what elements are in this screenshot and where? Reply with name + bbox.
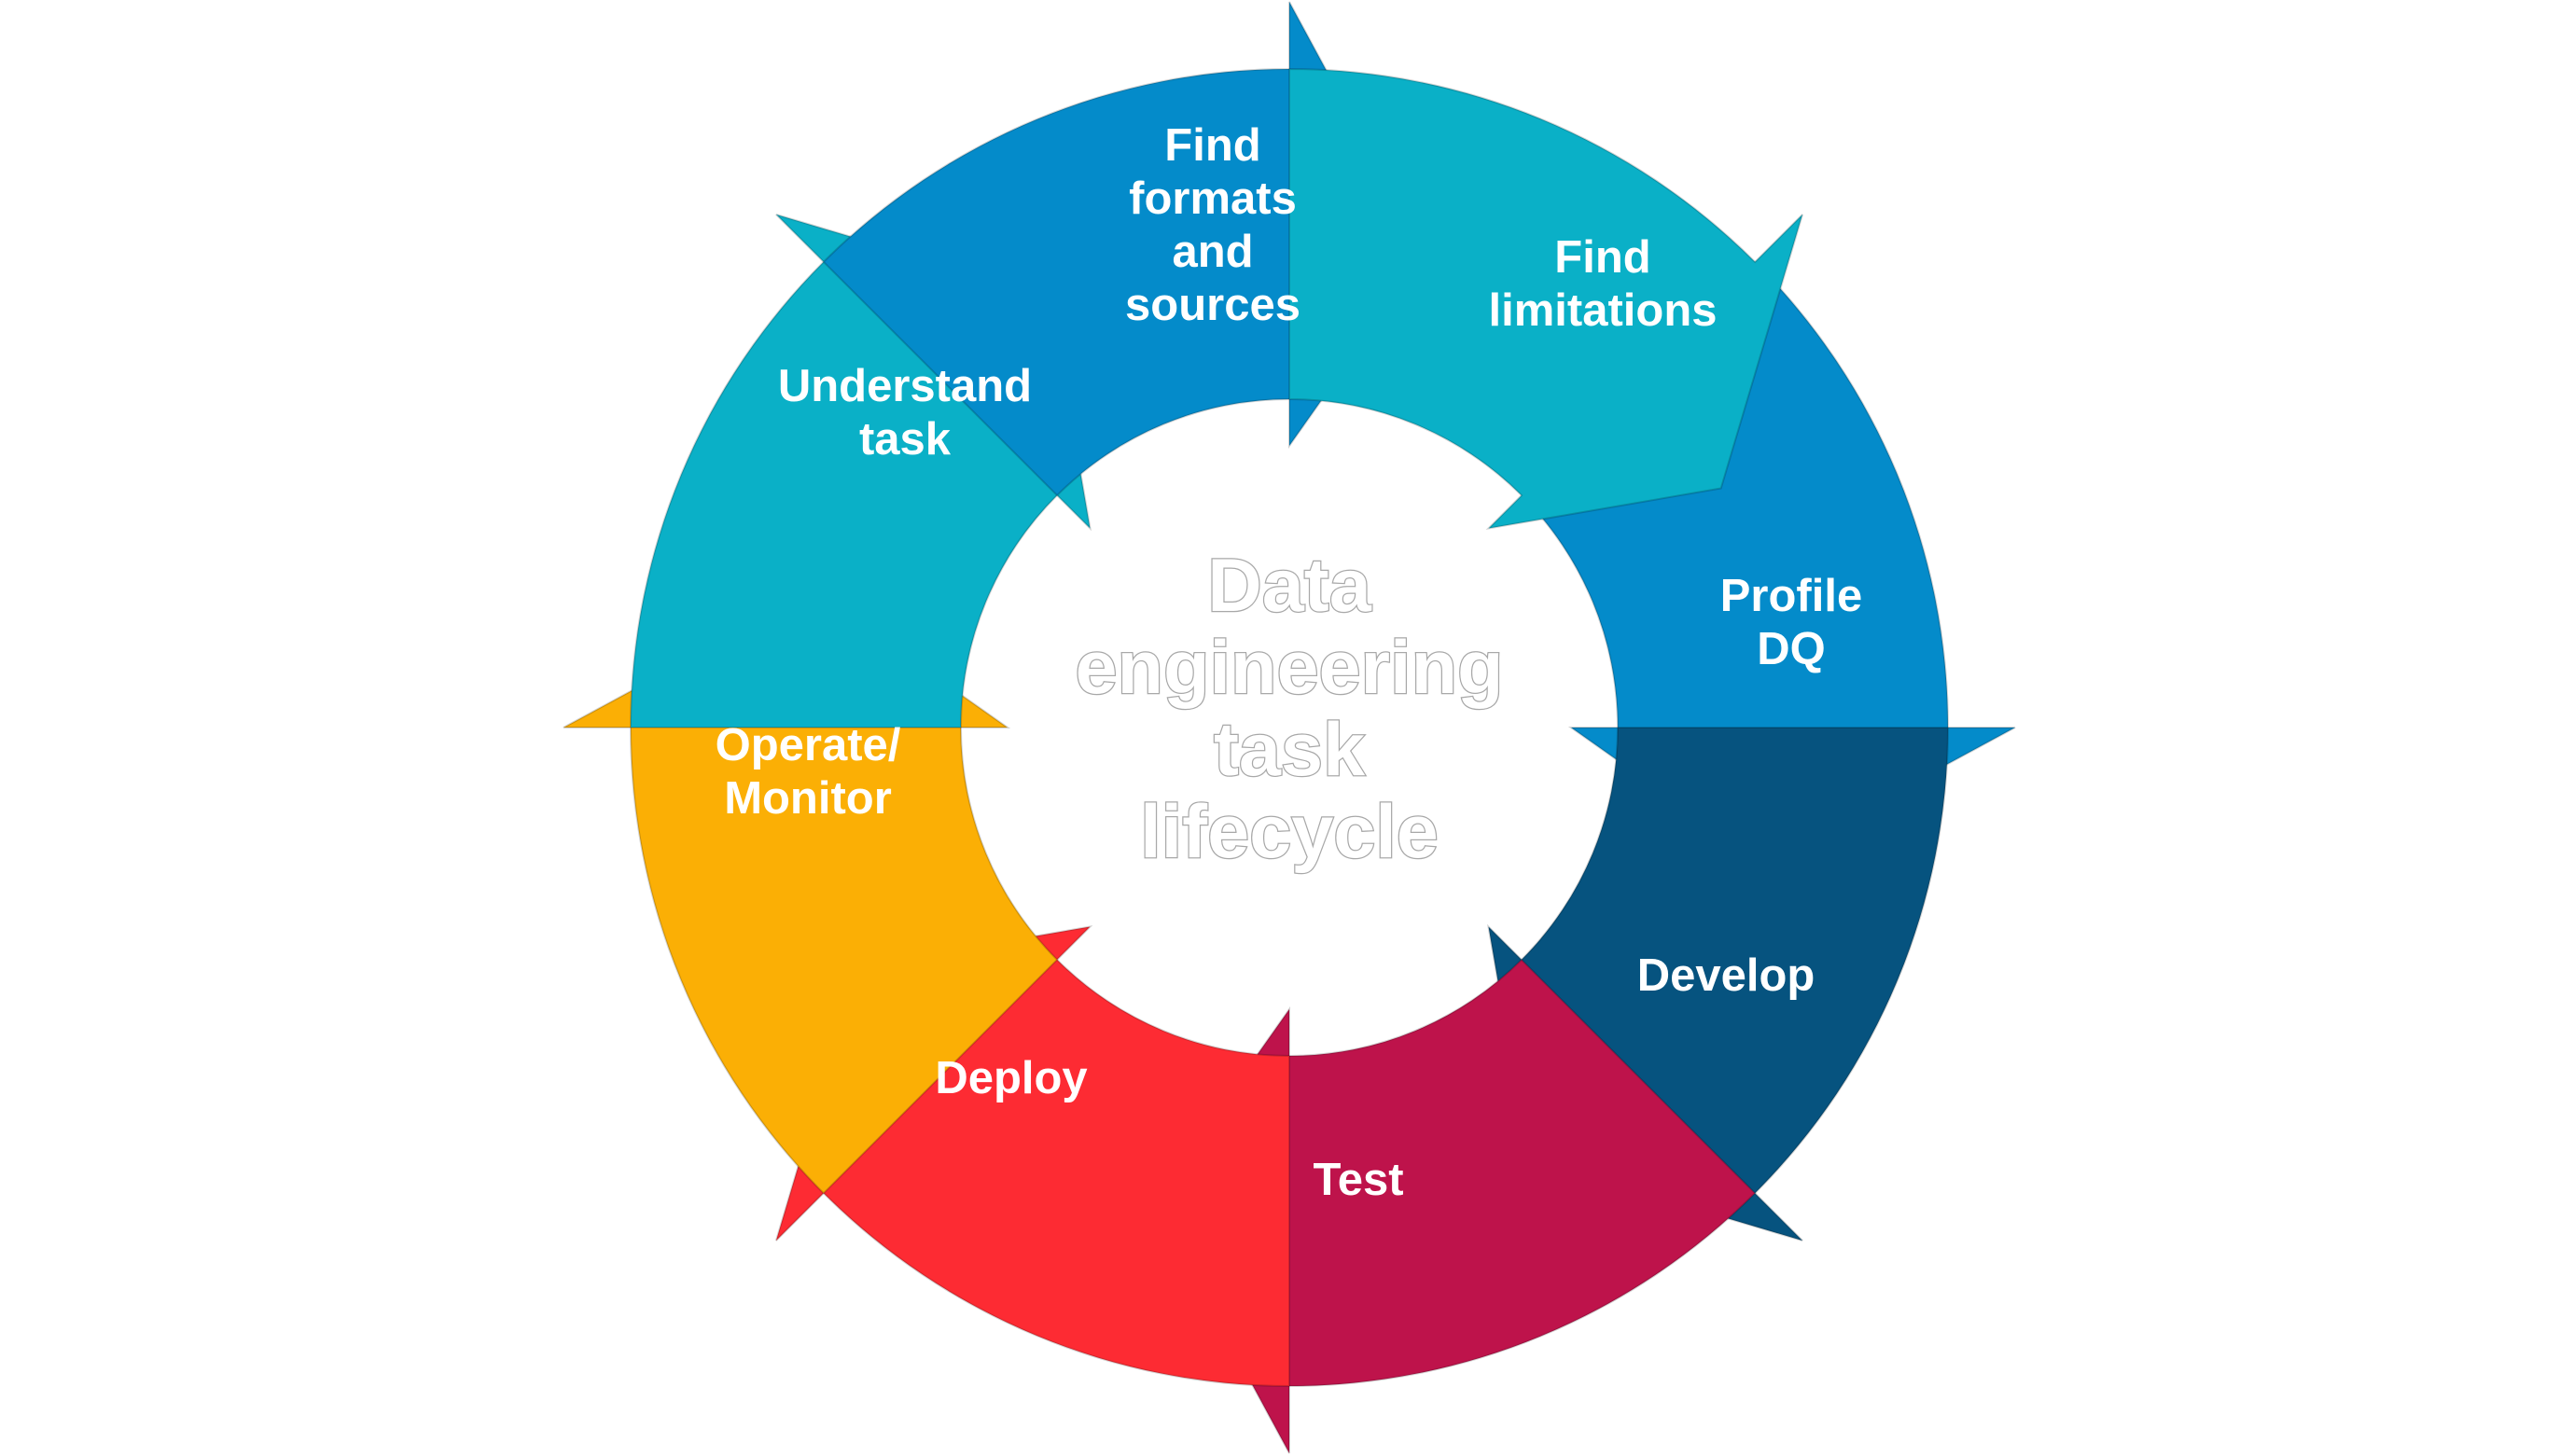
label-line: Deploy [935, 1053, 1087, 1103]
label-line: Operate/ [716, 720, 901, 770]
segment-find-formats-and-sources [1288, 67, 1804, 531]
label-line: task [859, 414, 952, 465]
label-line: Develop [1637, 950, 1815, 1001]
label-line: Profile [1720, 571, 1862, 621]
label-line: Test [1313, 1155, 1403, 1205]
center-title-line: lifecycle [1140, 790, 1439, 874]
label-line: sources [1125, 280, 1300, 330]
label-line: DQ [1757, 624, 1826, 674]
label-line: limitations [1488, 285, 1717, 336]
label-line: and [1172, 227, 1253, 277]
label-line: Understand [778, 361, 1032, 411]
center-title-line: engineering [1075, 626, 1503, 710]
label-deploy: Deploy [935, 1053, 1087, 1103]
cycle-segments [563, 1, 2016, 1454]
label-develop: Develop [1637, 950, 1815, 1001]
label-operate-monitor: Operate/Monitor [716, 720, 901, 824]
center-title-line: Data [1207, 544, 1372, 628]
label-line: Monitor [724, 773, 892, 824]
label-line: Find [1164, 120, 1260, 171]
label-line: Find [1554, 232, 1650, 283]
segment-deploy [563, 590, 1059, 1195]
segment-develop [1152, 958, 1757, 1454]
segment-understand-task [822, 1, 1426, 497]
center-title-line: task [1214, 708, 1366, 792]
label-line: formats [1129, 173, 1297, 224]
label-test: Test [1313, 1155, 1403, 1205]
